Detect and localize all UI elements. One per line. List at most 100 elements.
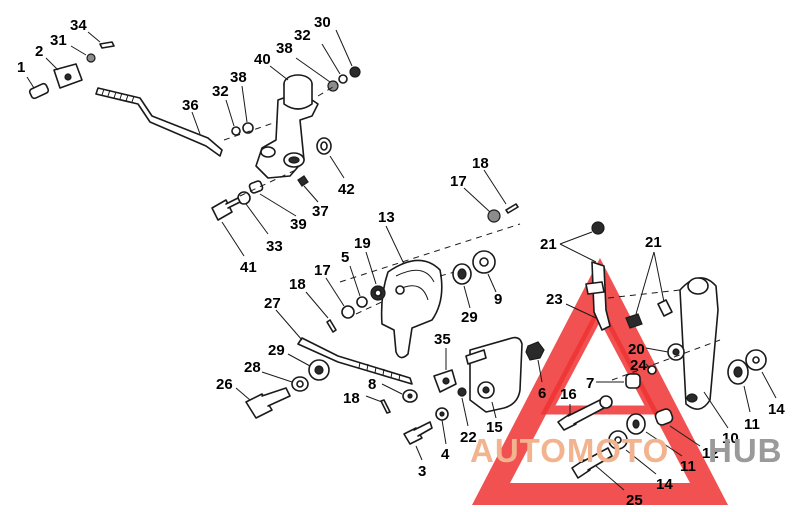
- part-18-cotter-pin-upper: [483, 169, 519, 214]
- part-2-clevis: [45, 57, 83, 89]
- callout-26: 26: [216, 376, 233, 393]
- callout-21-right: 21: [645, 234, 662, 251]
- callout-14-lower: 14: [656, 476, 673, 493]
- part-30-nut: [335, 29, 361, 78]
- callout-29-lower: 29: [268, 342, 285, 359]
- part-10-lever-arm: [679, 277, 729, 429]
- callout-7: 7: [586, 375, 594, 392]
- part-4-washer: [435, 407, 449, 445]
- callout-18: 18: [472, 155, 489, 172]
- part-25-bolt: [571, 447, 625, 491]
- part-16-bolt: [557, 395, 613, 431]
- part-28-washer: [261, 371, 309, 392]
- callout-11-lower: 11: [680, 458, 696, 475]
- callout-30: 30: [314, 14, 331, 31]
- part-23-link: [565, 261, 611, 331]
- part-18-cotter-pin-middle: [365, 395, 391, 414]
- watermark-text-automoto: AUTOMOTO: [470, 432, 669, 469]
- callout-40: 40: [254, 51, 271, 68]
- part-35-linkage: [433, 348, 457, 393]
- callout-9: 9: [494, 291, 502, 308]
- callout-2: 2: [35, 43, 43, 60]
- callout-16: 16: [560, 386, 577, 403]
- callout-21: 21: [540, 236, 557, 253]
- part-14-washer-lower: [608, 430, 657, 475]
- part-22-washer: [457, 387, 469, 427]
- part-15-bracket: [465, 336, 523, 419]
- callout-8: 8: [368, 376, 376, 393]
- part-31-washer: [70, 45, 96, 63]
- callout-15: 15: [486, 419, 503, 436]
- callout-37: 37: [312, 203, 329, 220]
- part-40-throttle-lever: [255, 65, 319, 179]
- callout-25: 25: [626, 492, 643, 509]
- callout-11-right: 11: [744, 416, 760, 433]
- part-21-nut-top: [559, 221, 605, 263]
- part-41-bolt: [211, 197, 245, 257]
- callout-18-lower: 18: [289, 276, 306, 293]
- callout-38-upper: 38: [276, 40, 293, 57]
- callout-32: 32: [212, 83, 229, 100]
- callout-24: 24: [630, 357, 647, 374]
- part-17-washer-upper: [463, 187, 501, 223]
- callout-12: 12: [702, 445, 719, 462]
- part-38-washer: [241, 85, 254, 134]
- callout-5: 5: [341, 249, 349, 266]
- callout-38: 38: [230, 69, 247, 86]
- callout-33: 33: [266, 238, 283, 255]
- part-5-washer: [349, 265, 368, 308]
- part-34-cotter-pin: [87, 31, 115, 49]
- part-8-washer: [381, 383, 418, 403]
- callout-36: 36: [182, 97, 199, 114]
- callout-19: 19: [354, 235, 371, 252]
- part-9-washer: [472, 250, 497, 293]
- part-24-washer: [645, 363, 657, 375]
- part-29-roller: [452, 263, 472, 309]
- part-13-throttle-cam: [380, 225, 443, 359]
- part-18-cotter-pin-lower: [305, 291, 337, 333]
- part-20-bushing: [645, 343, 685, 361]
- callout-41: 41: [240, 259, 257, 276]
- callout-4: 4: [441, 446, 450, 463]
- part-32-washer-upper: [321, 43, 348, 84]
- part-6-fitting: [525, 341, 545, 383]
- callout-3: 3: [418, 463, 426, 480]
- callout-32-upper: 32: [294, 27, 311, 44]
- part-26-shoulder-bolt: [235, 387, 291, 419]
- part-21-clip-right: [625, 251, 673, 329]
- callout-13: 13: [378, 209, 395, 226]
- callout-27: 27: [264, 295, 281, 312]
- part-1-bolt: [26, 76, 50, 100]
- part-27-link-rod: [275, 309, 413, 385]
- part-7-bushing: [596, 373, 641, 389]
- part-37-clip: [297, 175, 319, 203]
- callout-17-lower: 17: [314, 262, 331, 279]
- callout-22: 22: [460, 429, 477, 446]
- part-19-nut: [365, 251, 386, 301]
- callout-42: 42: [338, 181, 355, 198]
- callout-17: 17: [450, 173, 467, 190]
- callout-14-right: 14: [768, 401, 785, 418]
- part-29-roller-lower: [287, 353, 330, 381]
- callout-31: 31: [50, 32, 67, 49]
- callout-39: 39: [290, 216, 307, 233]
- part-42-washer: [316, 137, 345, 179]
- callout-10: 10: [722, 430, 739, 447]
- part-11-bushing-lower: [626, 413, 683, 457]
- callout-1: 1: [17, 59, 25, 76]
- part-39-bushing: [248, 180, 297, 217]
- callout-18-middle: 18: [343, 390, 360, 407]
- part-12-spacer: [654, 408, 701, 447]
- part-32-washer: [225, 99, 241, 136]
- part-36-throttle-rod: [95, 87, 223, 157]
- callout-6: 6: [538, 385, 546, 402]
- part-14-washer-right: [745, 349, 777, 399]
- part-33-washer: [237, 191, 269, 235]
- part-11-bushing-right: [727, 359, 751, 413]
- callout-34: 34: [70, 17, 87, 34]
- callout-29: 29: [461, 309, 478, 326]
- watermark-text-hub: HUB: [708, 432, 783, 469]
- callout-28: 28: [244, 359, 261, 376]
- callout-23: 23: [546, 291, 563, 308]
